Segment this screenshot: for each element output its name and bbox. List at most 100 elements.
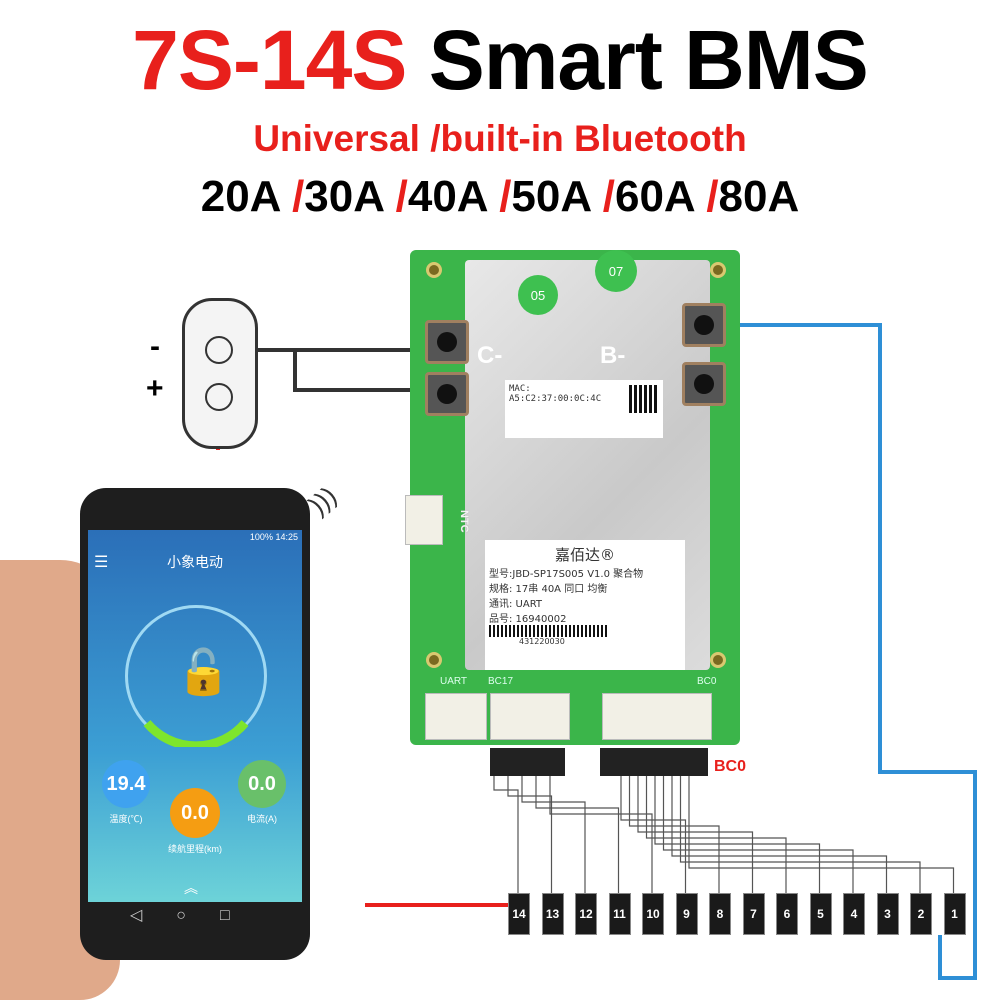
cell-6: 6 bbox=[776, 893, 798, 935]
b-minus-terminal bbox=[682, 303, 726, 347]
cell-1: 1 bbox=[943, 893, 966, 935]
current-value: 0.0 bbox=[238, 760, 286, 808]
separator: / bbox=[499, 172, 512, 221]
cell-13: 13 bbox=[541, 893, 564, 935]
separator: / bbox=[292, 172, 305, 221]
part-number: 品号: 16940002 bbox=[489, 614, 567, 625]
c-minus-label: C- bbox=[477, 342, 503, 369]
cell-4: 4 bbox=[843, 893, 865, 935]
amp-rating: 30A bbox=[304, 172, 384, 221]
range-value: 0.0 bbox=[170, 788, 220, 838]
title: 7S-14S Smart BMS bbox=[0, 12, 1000, 108]
b-minus-terminal bbox=[682, 362, 726, 406]
balance-plug-high bbox=[490, 748, 565, 776]
product-label: 嘉佰达® 型号:JBD-SP17S005 V1.0 聚合物 规格: 17串 40… bbox=[485, 540, 685, 670]
mac-title: MAC: bbox=[509, 384, 531, 394]
amp-rating: 50A bbox=[511, 172, 591, 221]
balance-wire bbox=[521, 776, 586, 893]
balance-wire bbox=[620, 776, 687, 893]
sticker: 07 bbox=[595, 250, 637, 292]
status-time: 14:25 bbox=[275, 532, 298, 542]
c-minus-terminal bbox=[425, 320, 469, 364]
model: 型号:JBD-SP17S005 V1.0 聚合物 bbox=[489, 569, 644, 580]
mount-hole bbox=[426, 262, 442, 278]
cell-9: 9 bbox=[675, 893, 698, 935]
wire-c-minus-2 bbox=[293, 350, 415, 392]
expand-up-icon[interactable]: ︽ bbox=[184, 880, 198, 896]
balance-connector-high bbox=[490, 693, 570, 740]
balance-wire bbox=[628, 776, 720, 893]
barcode bbox=[489, 625, 609, 637]
cell-14: 14 bbox=[508, 893, 530, 935]
amp-rating: 80A bbox=[718, 172, 800, 221]
c-minus-terminal bbox=[425, 372, 469, 416]
minus-sign: - bbox=[150, 330, 160, 363]
cell-8: 8 bbox=[709, 893, 731, 935]
cell-10: 10 bbox=[642, 893, 664, 935]
title-product: Smart BMS bbox=[428, 13, 869, 107]
current-ratings: 20A /30A /40A /50A /60A /80A bbox=[0, 172, 1000, 222]
battery-gauge: 🔓 bbox=[125, 605, 267, 747]
cell-7: 7 bbox=[742, 893, 765, 935]
mac-address: A5:C2:37:00:0C:4C bbox=[509, 394, 602, 404]
current-label: 电流(A) bbox=[247, 814, 277, 824]
android-nav-bar[interactable]: ◁○□ bbox=[130, 907, 264, 924]
app-screen: 100% 14:25 ☰ 小象电动 🔓 19.4 温度(℃) 0.0 续航里程(… bbox=[88, 530, 302, 902]
menu-icon[interactable]: ☰ bbox=[94, 554, 109, 571]
status-bar: 100% 14:25 bbox=[88, 530, 302, 544]
spec: 规格: 17串 40A 同口 均衡 bbox=[489, 584, 608, 595]
balance-wire bbox=[688, 776, 955, 893]
connector-pin-positive bbox=[205, 383, 233, 411]
separator: / bbox=[602, 172, 615, 221]
bc17-label: BC17 bbox=[488, 676, 514, 687]
amp-rating: 20A bbox=[200, 172, 280, 221]
uart-connector bbox=[425, 693, 487, 740]
balance-wire bbox=[679, 776, 921, 893]
subtitle: Universal /built-in Bluetooth bbox=[253, 118, 747, 159]
cell-11: 11 bbox=[608, 893, 631, 935]
balance-connector-low bbox=[602, 693, 712, 740]
qr-code bbox=[629, 385, 657, 413]
brand: 嘉佰达® bbox=[554, 546, 615, 564]
ntc-connector bbox=[405, 495, 443, 545]
mount-hole bbox=[426, 652, 442, 668]
cell-2: 2 bbox=[910, 893, 932, 935]
mount-hole bbox=[710, 652, 726, 668]
b-minus-label: B- bbox=[600, 342, 626, 369]
title-range: 7S-14S bbox=[132, 13, 407, 107]
uart-label: UART bbox=[440, 676, 468, 687]
temperature-label: 温度(℃) bbox=[109, 814, 143, 824]
temperature-value: 19.4 bbox=[102, 760, 150, 808]
balance-plug-low bbox=[600, 748, 708, 776]
amp-rating: 60A bbox=[614, 172, 695, 221]
mac-label: MAC: A5:C2:37:00:0C:4C bbox=[505, 380, 663, 438]
ntc-label: NTC bbox=[458, 510, 470, 533]
plus-sign: + bbox=[146, 372, 164, 405]
separator: / bbox=[395, 172, 408, 221]
unlock-icon[interactable]: 🔓 bbox=[176, 648, 231, 697]
balance-wire bbox=[535, 776, 620, 893]
battery-level: 100% bbox=[249, 532, 273, 542]
balance-wire bbox=[671, 776, 888, 893]
bc0-board-label: BC0 bbox=[697, 676, 717, 687]
app-title: 小象电动 bbox=[167, 554, 223, 570]
balance-wire bbox=[654, 776, 821, 893]
wire-blue-b-minus bbox=[725, 323, 977, 980]
amp-rating: 40A bbox=[407, 172, 487, 221]
cell-5: 5 bbox=[809, 893, 832, 935]
bc0-label: BC0 bbox=[714, 758, 747, 775]
separator: / bbox=[706, 172, 719, 221]
cell-12: 12 bbox=[575, 893, 597, 935]
balance-wire bbox=[507, 776, 553, 893]
xt-connector bbox=[182, 298, 258, 449]
balance-wire bbox=[549, 776, 653, 893]
balance-wire bbox=[662, 776, 854, 893]
barcode-number: 431220030 bbox=[519, 637, 565, 646]
comm: 通讯: UART bbox=[489, 599, 543, 610]
connector-pin-negative bbox=[205, 336, 233, 364]
gauge-arc bbox=[143, 720, 249, 747]
balance-wire bbox=[645, 776, 787, 893]
sticker: 05 bbox=[518, 275, 558, 315]
cell-3: 3 bbox=[876, 893, 899, 935]
